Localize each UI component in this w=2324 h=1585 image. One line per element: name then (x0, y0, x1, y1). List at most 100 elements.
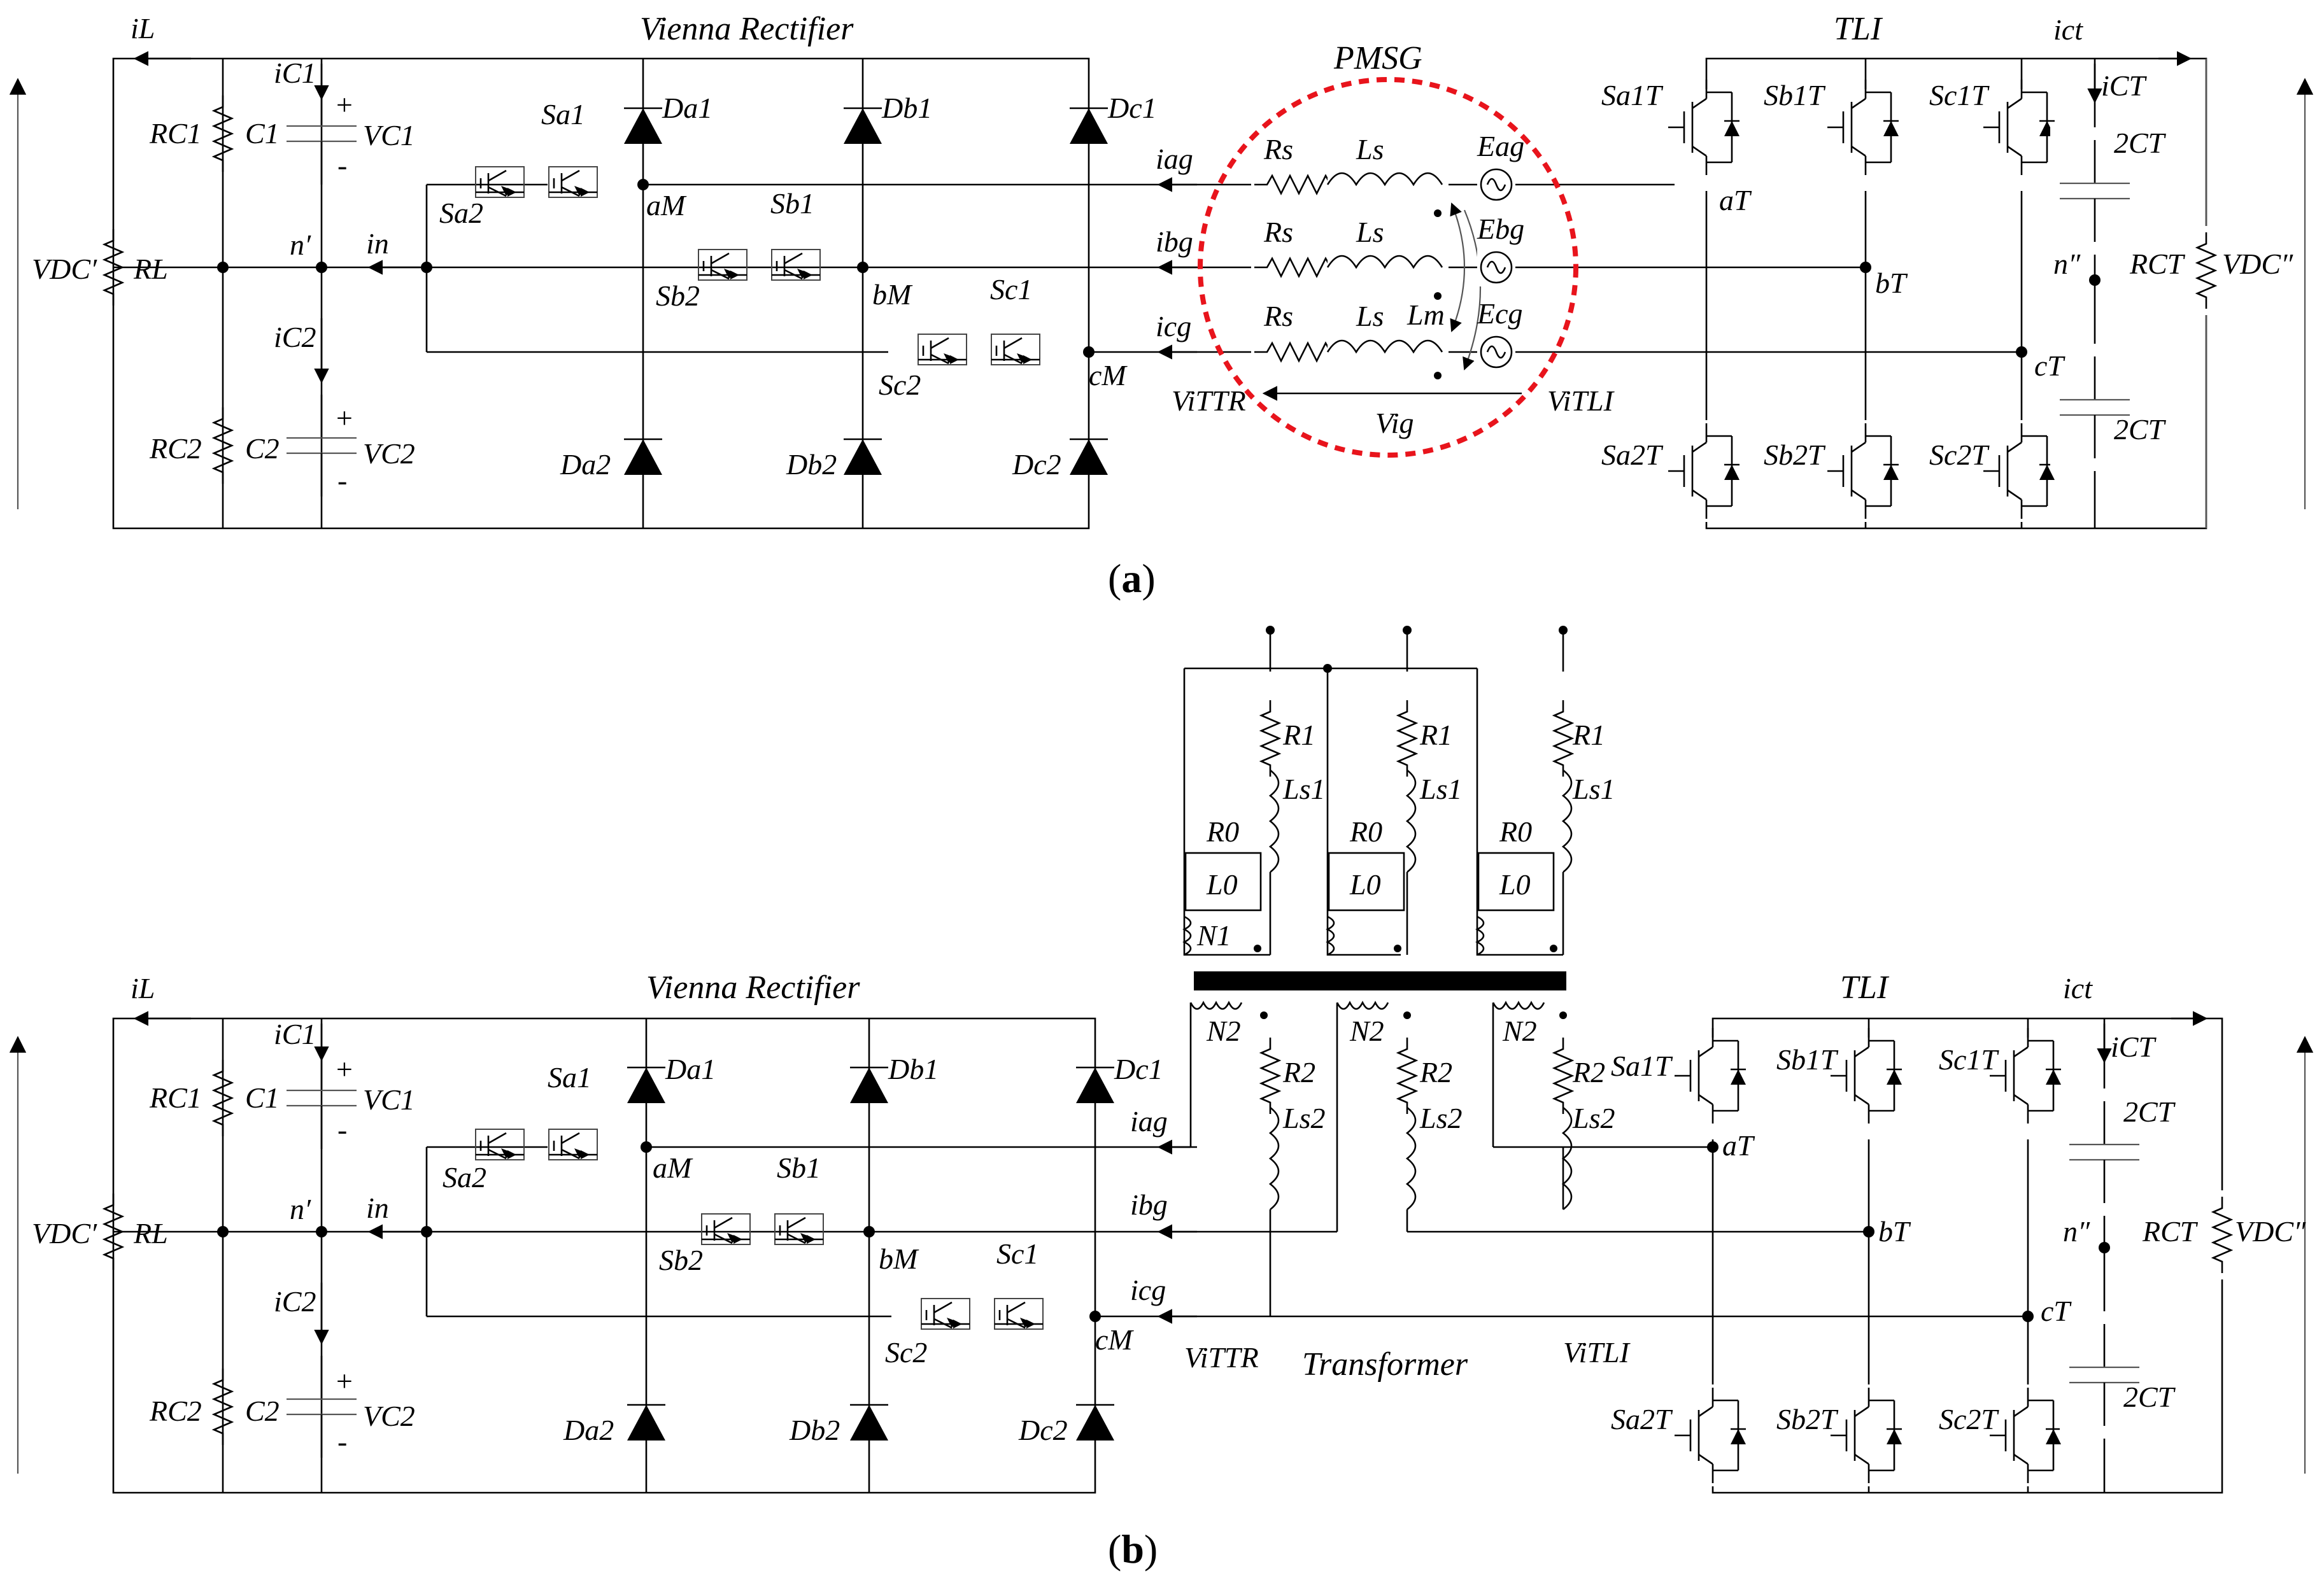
label-R0-2: R0 (1349, 815, 1382, 848)
label-Sb2-a: Sb2 (656, 279, 700, 312)
label-ict-a: ict (2053, 13, 2083, 46)
label-Da1-a: Da1 (662, 92, 712, 124)
label-cM-b: cM (1095, 1323, 1134, 1356)
label-Sa2T-b: Sa2T (1611, 1403, 1673, 1435)
label-2CT-b2: 2CT (2123, 1381, 2176, 1413)
label-icg-a: icg (1156, 310, 1191, 342)
label-Sc2T-a: Sc2T (1929, 439, 1990, 471)
label-Ebg-a: Ebg (1477, 213, 1524, 245)
transformer-core (1194, 971, 1566, 990)
label-Da2-b: Da2 (563, 1414, 614, 1446)
label-ict-b: ict (2063, 972, 2093, 1004)
label-L0-2: L0 (1349, 868, 1381, 901)
label-bM-b: bM (879, 1243, 919, 1275)
label-Sa1-a: Sa1 (541, 98, 585, 130)
label-Rs-a2: Rs (1263, 216, 1293, 248)
label-L0-3: L0 (1499, 868, 1531, 901)
label-R2-3: R2 (1572, 1056, 1605, 1088)
label-iCT-b: iCT (2111, 1031, 2157, 1063)
label-ViTLI-b: ViTLI (1563, 1336, 1631, 1369)
label-R1-3: R1 (1572, 719, 1605, 751)
label-Ls-a3: Ls (1356, 300, 1384, 332)
label-aM-a: aM (646, 189, 687, 222)
label-RC2-b: RC2 (149, 1395, 202, 1427)
label-plus-c2-b: + (334, 1365, 354, 1397)
label-Ls2-2: Ls2 (1419, 1102, 1462, 1134)
label-Sb2T-b: Sb2T (1776, 1403, 1839, 1435)
label-in-b: in (366, 1192, 389, 1224)
pmsg-title: PMSG (1333, 40, 1422, 76)
label-cT-b: cT (2041, 1295, 2072, 1327)
label-icg-b: icg (1130, 1274, 1166, 1306)
panel-a: Vienna Rectifier PMSG TLI iL iC1 iC2 RC1… (9, 11, 2314, 601)
label-C1-b: C1 (245, 1081, 280, 1114)
label-Sa2-a: Sa2 (439, 197, 483, 229)
label-Sb2T-a: Sb2T (1764, 439, 1826, 471)
label-Sc1-b: Sc1 (996, 1237, 1038, 1270)
label-cM-a: cM (1089, 359, 1128, 391)
label-iCT-a: iCT (2101, 69, 2147, 102)
label-Dc1-a: Dc1 (1107, 92, 1157, 124)
label-VC2-b: VC2 (363, 1400, 415, 1432)
label-RCT-a: RCT (2129, 248, 2186, 280)
label-Dc2-a: Dc2 (1012, 448, 1061, 481)
label-ViTLI-a: ViTLI (1547, 384, 1615, 417)
label-Ls1-3: Ls1 (1572, 773, 1615, 805)
label-Ls1-1: Ls1 (1282, 773, 1325, 805)
tli-title-a: TLI (1834, 11, 1883, 47)
label-n2-b: n″ (2063, 1215, 2090, 1248)
label-Sb2-b: Sb2 (659, 1244, 703, 1276)
caption-a: (a) (1108, 556, 1156, 601)
label-Ecg-a: Ecg (1477, 297, 1523, 330)
label-R0-1: R0 (1206, 815, 1239, 848)
label-Vig-a: Vig (1375, 407, 1414, 439)
label-Sa1-b: Sa1 (548, 1061, 592, 1094)
label-iC2-a: iC2 (274, 321, 316, 353)
label-Da1-b: Da1 (665, 1053, 716, 1085)
label-2CT-a2: 2CT (2114, 413, 2167, 446)
label-iag-b: iag (1130, 1105, 1168, 1138)
label-ViTTR-a: ViTTR (1172, 384, 1246, 417)
label-R0-3: R0 (1499, 815, 1532, 848)
label-N1: N1 (1196, 919, 1231, 952)
label-N2-2: N2 (1349, 1015, 1384, 1047)
label-RC2-a: RC2 (149, 432, 202, 465)
pmsg-outline (1198, 77, 1578, 458)
label-minus-c2-b: - (337, 1425, 347, 1458)
label-R2-1: R2 (1282, 1056, 1315, 1088)
label-bM-a: bM (872, 278, 913, 311)
label-Dc2-b: Dc2 (1018, 1414, 1068, 1446)
label-aT-b: aT (1722, 1129, 1755, 1162)
label-VC1-b: VC1 (363, 1083, 415, 1116)
label-Sc2-a: Sc2 (879, 369, 921, 401)
label-iL-a: iL (131, 12, 155, 45)
label-RC1-a: RC1 (149, 117, 202, 150)
label-Db1-a: Db1 (881, 92, 932, 124)
label-aM-b: aM (653, 1152, 693, 1184)
label-minus-c1-b: - (337, 1113, 347, 1146)
label-2CT-a1: 2CT (2114, 127, 2167, 159)
label-Sc1T-a: Sc1T (1929, 79, 1990, 111)
label-bT-a: bT (1875, 267, 1908, 299)
label-RC1-b: RC1 (149, 1081, 202, 1114)
label-C2-a: C2 (245, 432, 280, 465)
label-VDC-b: VDC′ (32, 1217, 97, 1250)
label-RCT-b: RCT (2142, 1215, 2199, 1248)
label-N2-3: N2 (1502, 1015, 1537, 1047)
label-ViTTR-b: ViTTR (1184, 1341, 1259, 1374)
label-iL-b: iL (131, 972, 155, 1004)
label-Db1-b: Db1 (888, 1053, 939, 1085)
label-cT-a: cT (2034, 349, 2065, 382)
label-in-a: in (366, 227, 389, 260)
label-RL-b: RL (133, 1217, 168, 1250)
label-plus-c1-b: + (334, 1053, 354, 1085)
label-Da2-a: Da2 (560, 448, 611, 481)
label-2CT-b1: 2CT (2123, 1095, 2176, 1128)
vienna-title-a: Vienna Rectifier (640, 11, 854, 47)
label-L0-1: L0 (1206, 868, 1238, 901)
label-Ls2-1: Ls2 (1282, 1102, 1325, 1134)
label-RL-a: RL (133, 253, 168, 285)
label-minus-c2-a: - (337, 464, 347, 497)
label-bT-b: bT (1878, 1215, 1911, 1248)
